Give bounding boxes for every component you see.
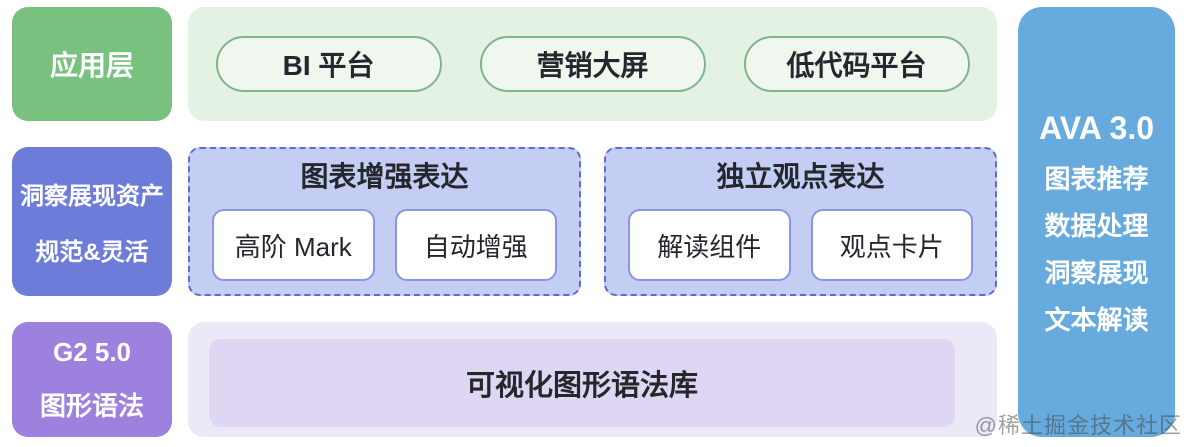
group-independent-insight-expression: 独立观点表达 解读组件 观点卡片 xyxy=(604,147,997,296)
pill-bi-platform-label: BI 平台 xyxy=(282,50,375,81)
item-auto-enhance: 自动增强 xyxy=(394,209,557,281)
application-layer-container: BI 平台 营销大屏 低代码平台 xyxy=(188,7,997,121)
group-chart-enhanced-expression: 图表增强表达 高阶 Mark 自动增强 xyxy=(188,147,581,296)
ava-item-insight-presentation: 洞察展现 xyxy=(1044,258,1149,288)
grammar-library-label: 可视化图形语法库 xyxy=(465,370,698,402)
item-insight-card-label: 观点卡片 xyxy=(839,231,944,262)
g2-label-line2: 图形语法 xyxy=(39,390,144,421)
app-layer-label: 应用层 xyxy=(49,50,134,81)
group-independent-insight-title: 独立观点表达 xyxy=(716,161,885,192)
group-chart-enhanced-title: 图表增强表达 xyxy=(300,161,469,192)
pill-low-code-platform: 低代码平台 xyxy=(743,36,970,92)
insight-feature-groups: 图表增强表达 高阶 Mark 自动增强 独立观点表达 解读组件 xyxy=(188,147,997,296)
grammar-library-container: 可视化图形语法库 xyxy=(188,322,997,437)
item-high-order-mark-label: 高阶 Mark xyxy=(234,231,352,262)
ava-panel-title: AVA 3.0 xyxy=(1039,110,1154,146)
item-auto-enhance-label: 自动增强 xyxy=(423,231,528,262)
item-high-order-mark: 高阶 Mark xyxy=(212,209,375,281)
group-independent-insight-items: 解读组件 观点卡片 xyxy=(628,209,973,281)
insight-assets-label-line2: 规范&灵活 xyxy=(35,239,149,266)
insight-assets-label-box: 洞察展现资产 规范&灵活 xyxy=(12,147,172,296)
ava-item-text-interpretation: 文本解读 xyxy=(1044,305,1149,335)
g2-label-box: G2 5.0 图形语法 xyxy=(12,322,172,437)
pill-marketing-big-screen: 营销大屏 xyxy=(479,36,706,92)
item-interpretation-component-label: 解读组件 xyxy=(657,231,762,262)
g2-label-line1: G2 5.0 xyxy=(52,336,132,367)
ava-item-data-processing: 数据处理 xyxy=(1044,211,1149,241)
insight-assets-label-line1: 洞察展现资产 xyxy=(20,183,164,210)
app-layer-label-box: 应用层 xyxy=(12,7,172,121)
ava-panel: AVA 3.0 图表推荐 数据处理 洞察展现 文本解读 xyxy=(1018,7,1175,437)
pill-marketing-big-screen-label: 营销大屏 xyxy=(536,50,649,81)
pill-low-code-platform-label: 低代码平台 xyxy=(786,50,927,81)
pill-bi-platform: BI 平台 xyxy=(215,36,442,92)
grammar-library-box: 可视化图形语法库 xyxy=(209,339,955,427)
item-interpretation-component: 解读组件 xyxy=(628,209,791,281)
group-chart-enhanced-items: 高阶 Mark 自动增强 xyxy=(212,209,557,281)
item-insight-card: 观点卡片 xyxy=(810,209,973,281)
ava-item-chart-recommendation: 图表推荐 xyxy=(1044,164,1149,194)
